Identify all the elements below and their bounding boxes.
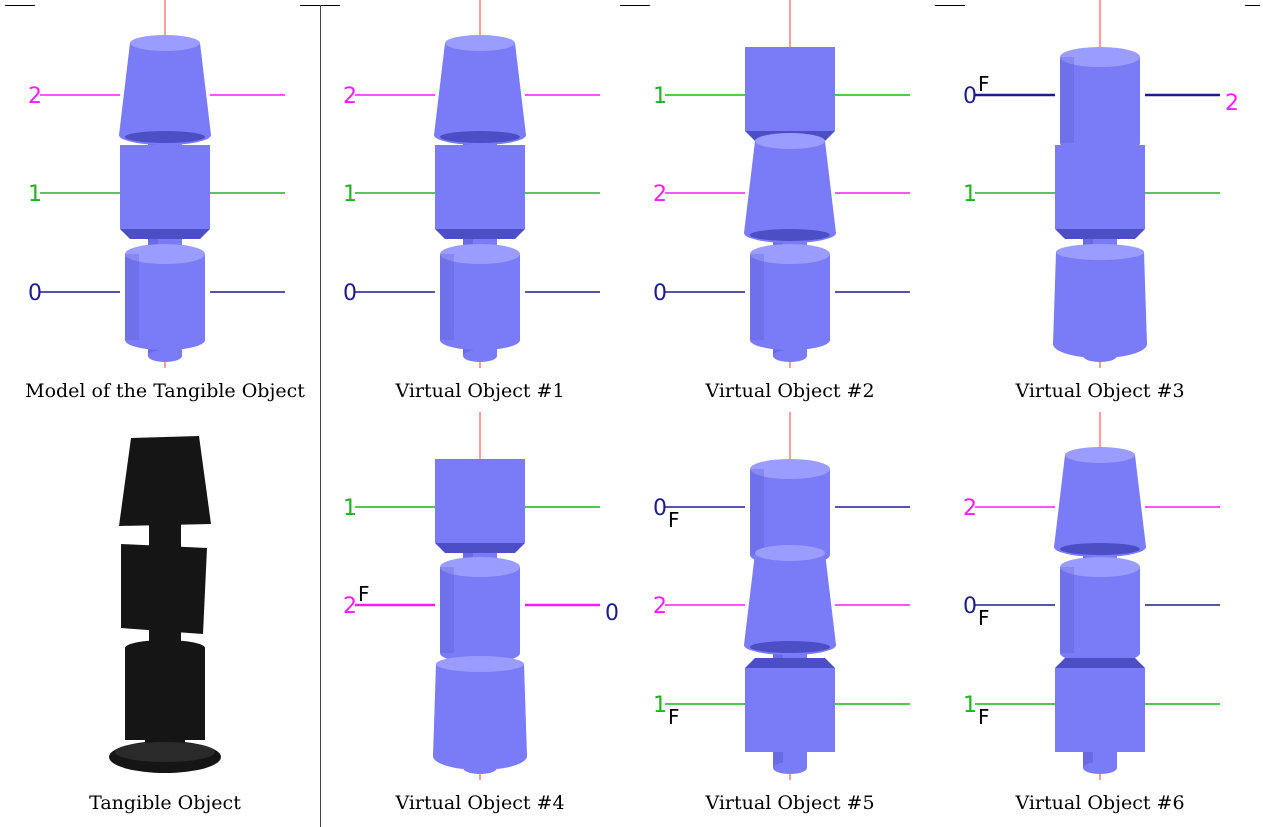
panel-caption: Virtual Object #1 <box>395 380 565 402</box>
base-foot <box>1083 762 1117 774</box>
level-label: 0 <box>963 594 977 619</box>
cone-shape <box>434 35 526 145</box>
panel-caption: Virtual Object #5 <box>705 792 875 814</box>
cylinder-shape <box>440 244 520 350</box>
inverted-cube-shape <box>1055 658 1145 752</box>
level-label: 0 <box>963 84 977 109</box>
cone-shape <box>744 545 836 655</box>
cone-shape <box>744 133 836 243</box>
cube-shape <box>435 459 525 553</box>
cylinder-shape <box>440 557 520 663</box>
top-rule-3 <box>620 5 650 6</box>
level-label: 1 <box>343 496 357 521</box>
panel-caption: Virtual Object #6 <box>1015 792 1185 814</box>
cube-shape <box>745 47 835 141</box>
base-foot <box>1083 350 1117 362</box>
base-foot <box>148 350 182 362</box>
flip-marker: F <box>668 508 680 532</box>
panel-caption: Virtual Object #2 <box>705 380 875 402</box>
level-label: 1 <box>963 182 977 207</box>
inverted-cone-shape <box>1053 244 1147 358</box>
panel-caption: Tangible Object <box>89 792 241 814</box>
panel-drawing: 2 1 0 <box>28 0 285 368</box>
cylinder-shape <box>125 244 205 350</box>
level-label-right: 0 <box>605 601 619 626</box>
cylinder-shape <box>1060 47 1140 153</box>
cone-shape <box>119 35 211 145</box>
panel-caption: Model of the Tangible Object <box>25 380 305 402</box>
level-label: 0 <box>653 496 667 521</box>
cube-shape <box>1055 145 1145 239</box>
flip-marker: F <box>978 72 990 96</box>
level-label: 2 <box>343 594 357 619</box>
base-foot <box>773 350 807 362</box>
level-label: 1 <box>963 693 977 718</box>
top-rule-1 <box>5 5 35 6</box>
inverted-cone-shape <box>433 656 527 770</box>
panel-caption: Virtual Object #3 <box>1015 380 1185 402</box>
level-label: 2 <box>28 84 42 109</box>
level-label: 1 <box>653 693 667 718</box>
flip-marker: F <box>358 582 370 606</box>
level-label: 1 <box>343 182 357 207</box>
cube-shape <box>435 145 525 239</box>
level-label-right: 2 <box>1225 91 1239 116</box>
level-label: 0 <box>343 281 357 306</box>
cone-shape <box>1054 447 1146 557</box>
flip-marker: F <box>978 606 990 630</box>
flip-marker: F <box>668 705 680 729</box>
top-rule-5 <box>1245 5 1260 6</box>
flip-marker: F <box>978 705 990 729</box>
level-label: 2 <box>653 182 667 207</box>
level-label: 2 <box>343 84 357 109</box>
level-label: 0 <box>28 281 42 306</box>
top-rule-4 <box>935 5 965 6</box>
column-divider <box>320 5 321 827</box>
figure-panel: Tangible Object <box>10 412 320 814</box>
panel-caption: Virtual Object #4 <box>395 792 565 814</box>
level-label: 2 <box>963 496 977 521</box>
base-foot <box>463 762 497 774</box>
panel-drawing: 1 2 0 <box>653 0 910 368</box>
tangible-object-photo <box>109 436 221 773</box>
base-foot <box>463 350 497 362</box>
cylinder-shape <box>750 244 830 350</box>
inverted-cube-shape <box>745 658 835 752</box>
level-label: 0 <box>653 281 667 306</box>
cylinder-shape <box>1060 557 1140 663</box>
panel-drawing <box>109 436 221 773</box>
level-label: 2 <box>653 594 667 619</box>
cube-shape <box>120 145 210 239</box>
base-foot <box>773 762 807 774</box>
panel-drawing: 2 1 0 <box>343 0 600 368</box>
level-label: 1 <box>28 182 42 207</box>
level-label: 1 <box>653 84 667 109</box>
